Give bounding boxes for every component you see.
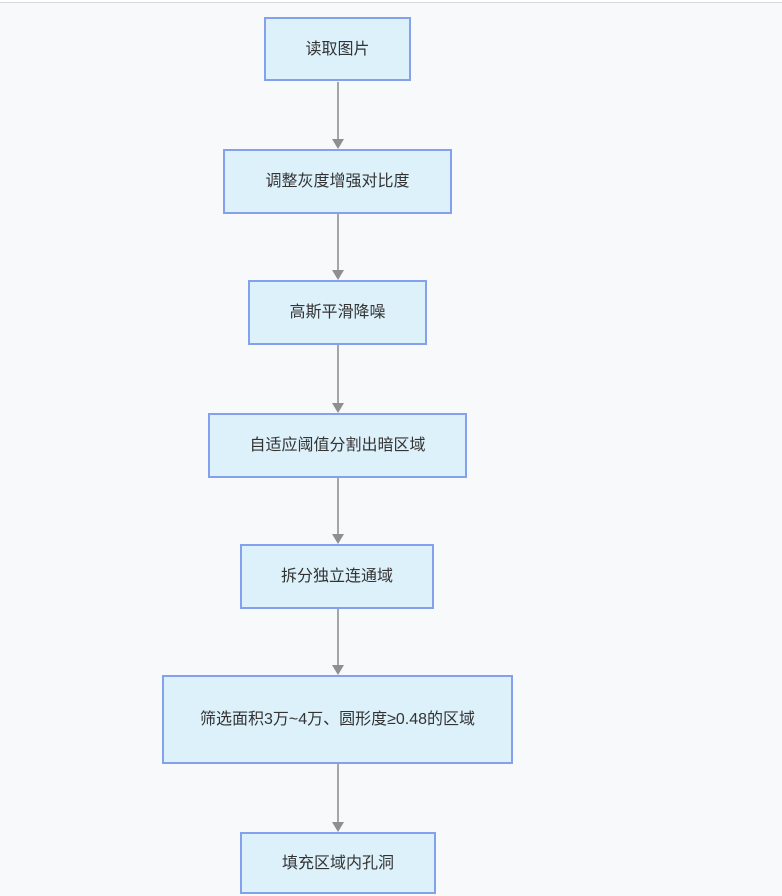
flow-connector (331, 609, 344, 675)
flow-connector (331, 764, 344, 832)
flow-connector (331, 345, 344, 413)
flow-node-label: 自适应阈值分割出暗区域 (249, 437, 426, 454)
flow-connector (331, 82, 344, 149)
flow-connector (331, 478, 344, 544)
connector-line (336, 478, 339, 534)
connector-line (336, 214, 339, 270)
arrow-down-icon (331, 534, 344, 544)
flow-connector (331, 214, 344, 280)
flow-node-read-image: 读取图片 (264, 17, 411, 81)
flow-node-label: 填充区域内孔洞 (281, 854, 394, 872)
flow-node-adaptive-threshold-dark-regions: 自适应阈值分割出暗区域 (208, 413, 467, 478)
flow-node-fill-holes: 填充区域内孔洞 (240, 832, 436, 894)
connector-line (336, 609, 339, 665)
flow-node-label: 拆分独立连通域 (280, 568, 393, 585)
connector-line (336, 764, 339, 822)
arrow-down-icon (331, 270, 344, 280)
arrow-down-icon (331, 139, 344, 149)
flow-node-gaussian-smoothing: 高斯平滑降噪 (248, 280, 427, 345)
flow-node-split-connected-components: 拆分独立连通域 (240, 544, 434, 609)
arrow-down-icon (331, 665, 344, 675)
flow-node-label: 筛选面积3万~4万、圆形度≥0.48的区域 (199, 711, 476, 728)
connector-line (336, 82, 339, 139)
connector-line (336, 345, 339, 403)
flow-node-filter-regions: 筛选面积3万~4万、圆形度≥0.48的区域 (162, 675, 513, 764)
arrow-down-icon (331, 403, 344, 413)
flow-node-label: 高斯平滑降噪 (289, 304, 386, 321)
flow-node-adjust-grayscale-contrast: 调整灰度增强对比度 (223, 149, 452, 214)
arrow-down-icon (331, 822, 344, 832)
flow-node-label: 读取图片 (305, 40, 370, 58)
flow-node-label: 调整灰度增强对比度 (265, 173, 410, 190)
